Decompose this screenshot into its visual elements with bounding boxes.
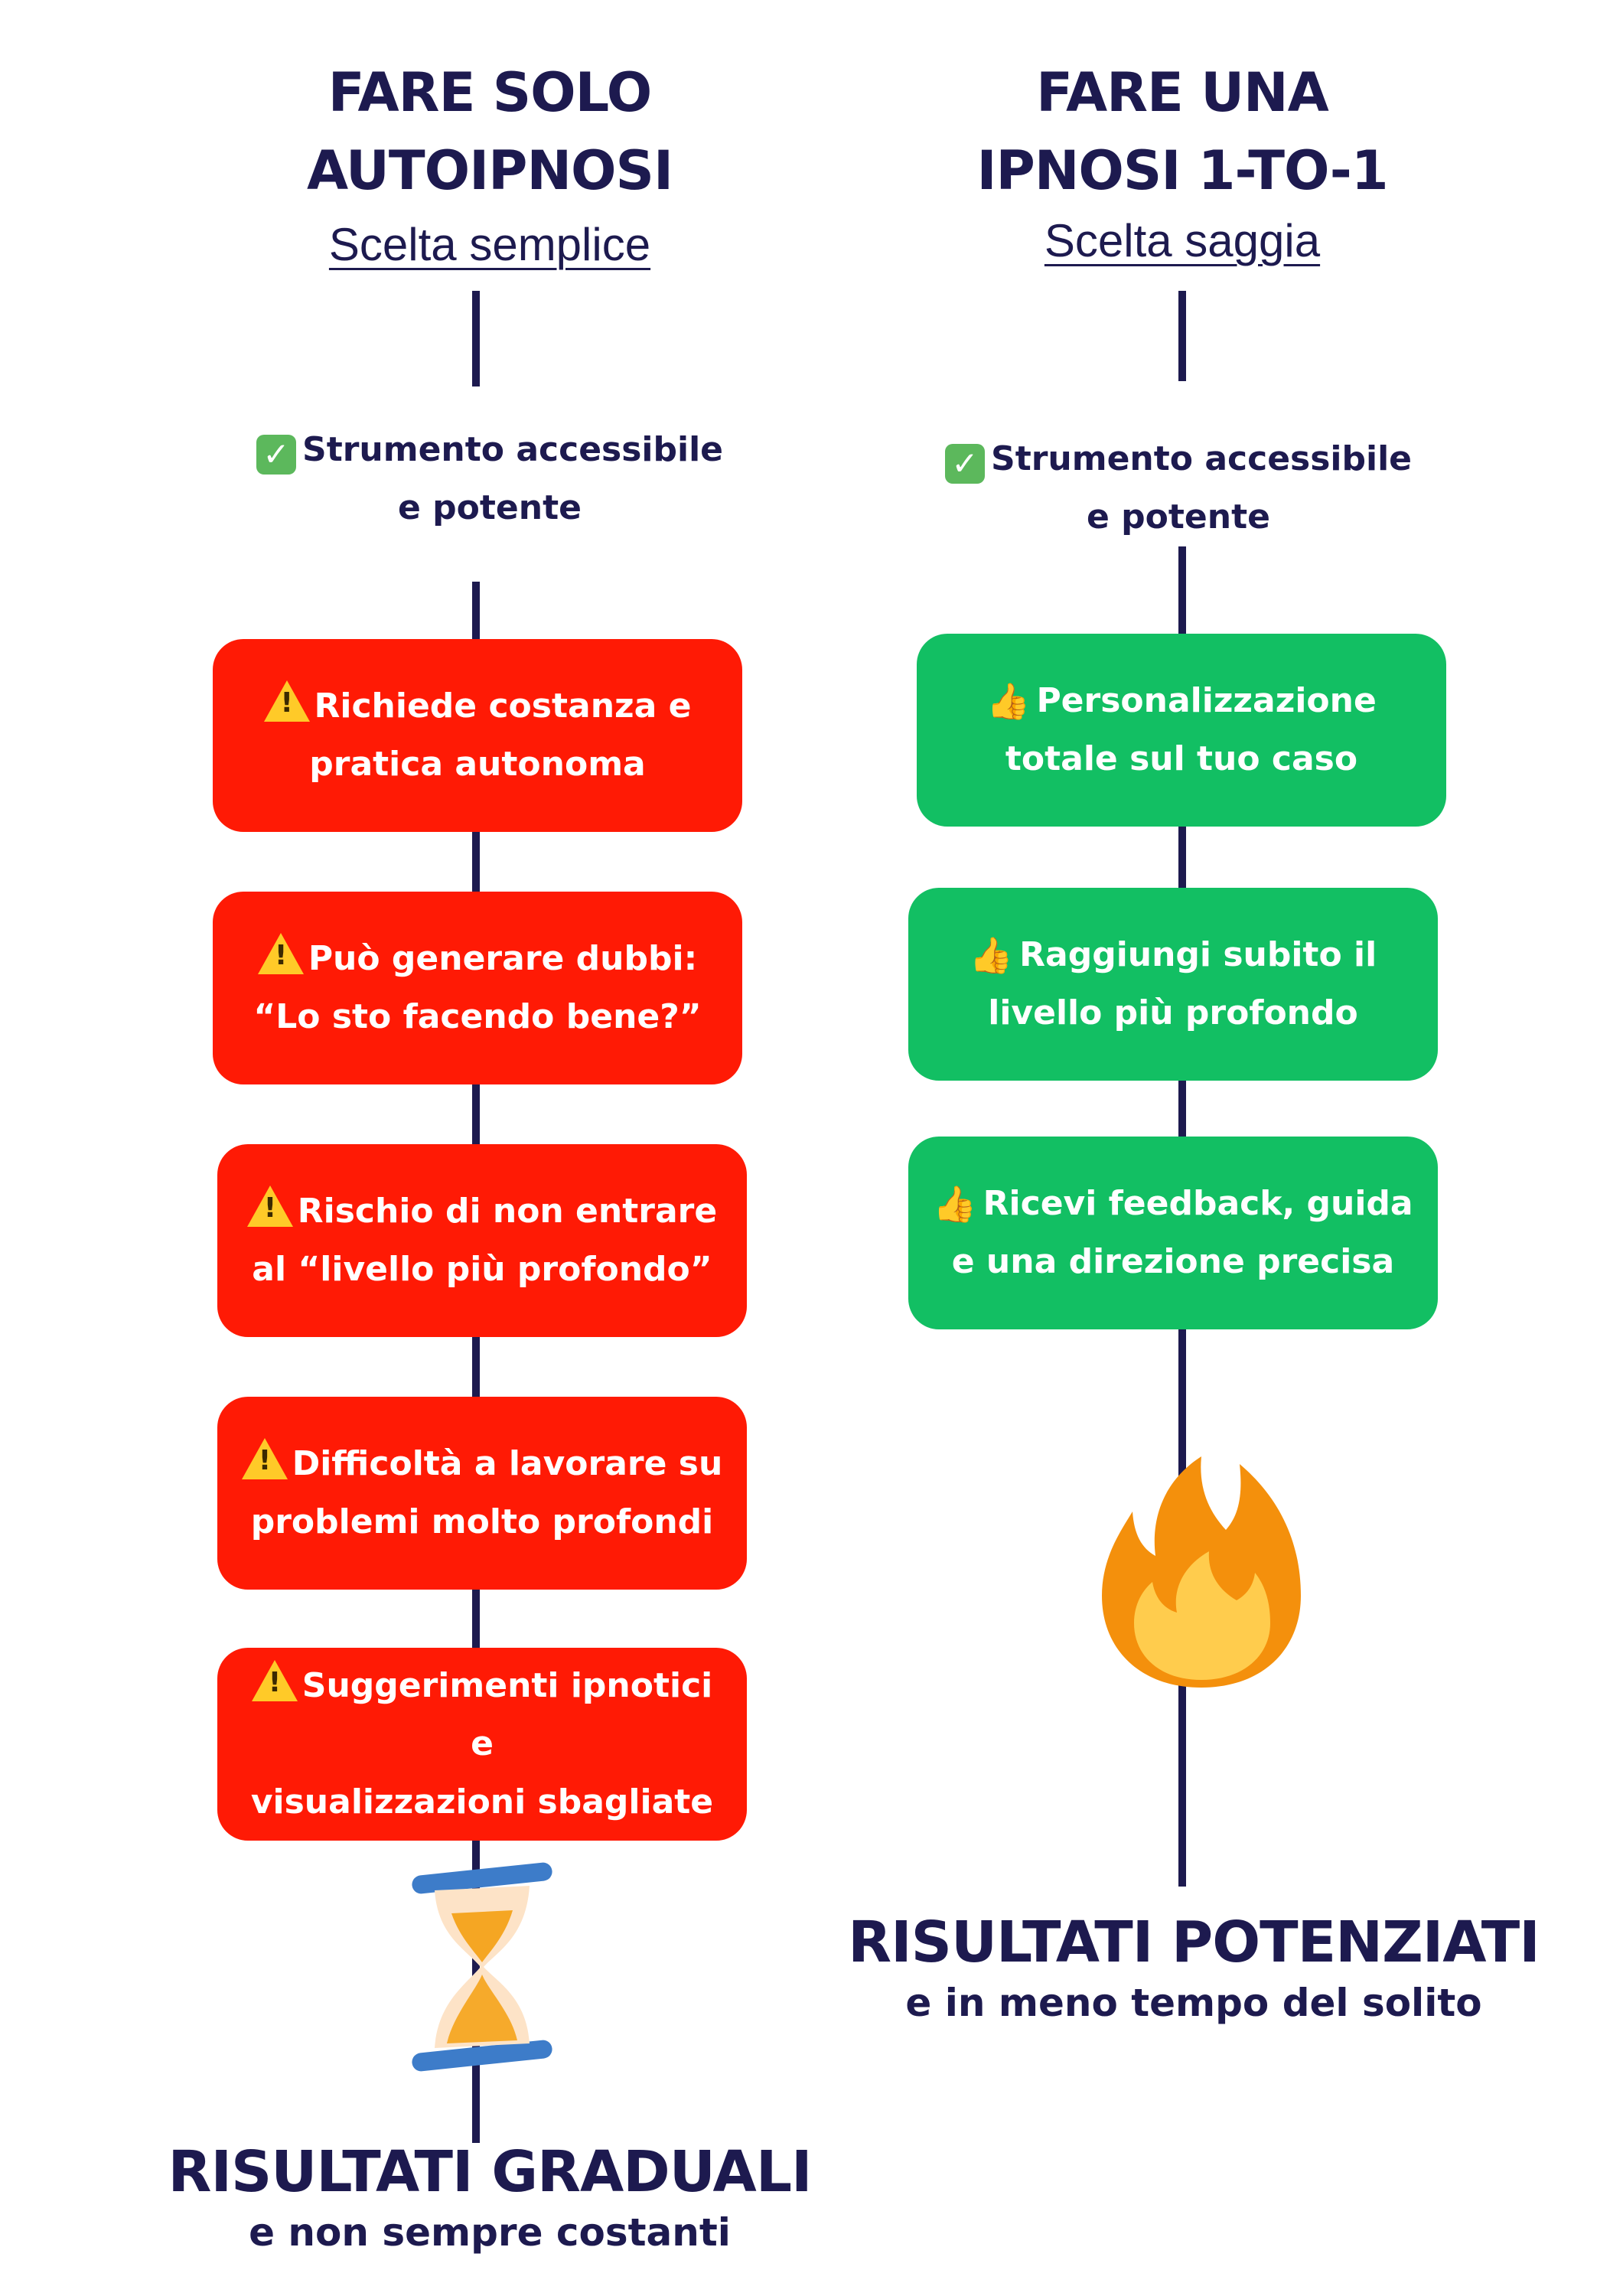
left-result-subtitle: e non sempre costanti	[249, 2210, 731, 2255]
warning-icon	[263, 680, 310, 722]
right-result-subtitle: e in meno tempo del solito	[905, 1981, 1482, 2025]
left-box-3-line2: al “livello più profondo”	[252, 1250, 712, 1289]
check-icon: ✓	[256, 435, 296, 475]
right-box-3-line2: e una direzione precisa	[951, 1242, 1395, 1281]
fire-icon	[1102, 1456, 1301, 1688]
right-plain-line1: Strumento accessibile	[991, 439, 1412, 478]
left-box-2: Può generare dubbi: “Lo sto facendo bene…	[213, 892, 742, 1084]
warning-icon	[257, 933, 304, 974]
left-box-1: Richiede costanza e pratica autonoma	[213, 639, 742, 832]
left-title-line1: FARE SOLO	[328, 61, 653, 124]
left-box-3-line1: Rischio di non entrare	[297, 1192, 718, 1231]
right-box-2-line2: livello più profondo	[988, 993, 1358, 1032]
left-box-5-line1: Suggerimenti ipnotici e	[301, 1666, 713, 1763]
left-box-2-line2: “Lo sto facendo bene?”	[253, 997, 702, 1036]
right-title-line1: FARE UNA	[1036, 61, 1329, 124]
left-plain-line2: e potente	[398, 488, 582, 527]
warning-icon	[246, 1186, 293, 1227]
left-result-title: RISULTATI GRADUALI	[168, 2139, 812, 2205]
right-plain-line2: e potente	[1087, 497, 1270, 536]
left-plain-line1: Strumento accessibile	[302, 430, 723, 469]
thumbs-up-icon: 👍	[986, 680, 1031, 722]
right-connector-top	[1178, 291, 1186, 381]
thumbs-up-icon: 👍	[933, 1183, 977, 1225]
left-connector-main	[472, 582, 480, 2143]
right-title-line2: IPNOSI 1-TO-1	[976, 139, 1388, 202]
thumbs-up-icon: 👍	[969, 934, 1014, 976]
check-icon: ✓	[945, 444, 985, 484]
left-box-1-line2: pratica autonoma	[309, 745, 646, 784]
right-box-1-line2: totale sul tuo caso	[1005, 739, 1358, 778]
left-plain-item: ✓Strumento accessibile e potente	[214, 421, 765, 537]
right-subtitle: Scelta saggia	[1044, 215, 1321, 266]
left-subtitle: Scelta semplice	[328, 219, 651, 270]
right-box-1: 👍Personalizzazione totale sul tuo caso	[917, 634, 1446, 827]
right-title: FARE UNA IPNOSI 1-TO-1	[876, 54, 1488, 210]
left-box-3: Rischio di non entrare al “livello più p…	[217, 1144, 747, 1337]
left-box-5-line2: visualizzazioni sbagliate	[250, 1782, 714, 1821]
left-box-2-line1: Può generare dubbi:	[308, 939, 698, 978]
right-plain-item: ✓Strumento accessibile e potente	[903, 430, 1454, 546]
left-title: FARE SOLO AUTOIPNOSI	[184, 54, 796, 210]
hourglass-icon	[412, 1862, 552, 2072]
right-box-1-line1: Personalizzazione	[1036, 681, 1377, 720]
right-box-3: 👍Ricevi feedback, guida e una direzione …	[908, 1137, 1438, 1329]
left-box-1-line1: Richiede costanza e	[314, 687, 692, 726]
right-box-2-line1: Raggiungi subito il	[1019, 935, 1377, 974]
left-box-4-line1: Difficoltà a lavorare su	[292, 1444, 723, 1483]
right-box-2: 👍Raggiungi subito il livello più profond…	[908, 888, 1438, 1081]
warning-icon	[241, 1438, 288, 1479]
left-connector-top	[472, 291, 480, 386]
left-box-5: Suggerimenti ipnotici e visualizzazioni …	[217, 1648, 747, 1841]
right-result-title: RISULTATI POTENZIATI	[848, 1910, 1540, 1975]
left-box-4-line2: problemi molto profondi	[250, 1502, 714, 1541]
left-box-4: Difficoltà a lavorare su problemi molto …	[217, 1397, 747, 1590]
right-box-3-line1: Ricevi feedback, guida	[983, 1184, 1413, 1223]
warning-icon	[251, 1660, 298, 1701]
left-title-line2: AUTOIPNOSI	[306, 139, 673, 202]
